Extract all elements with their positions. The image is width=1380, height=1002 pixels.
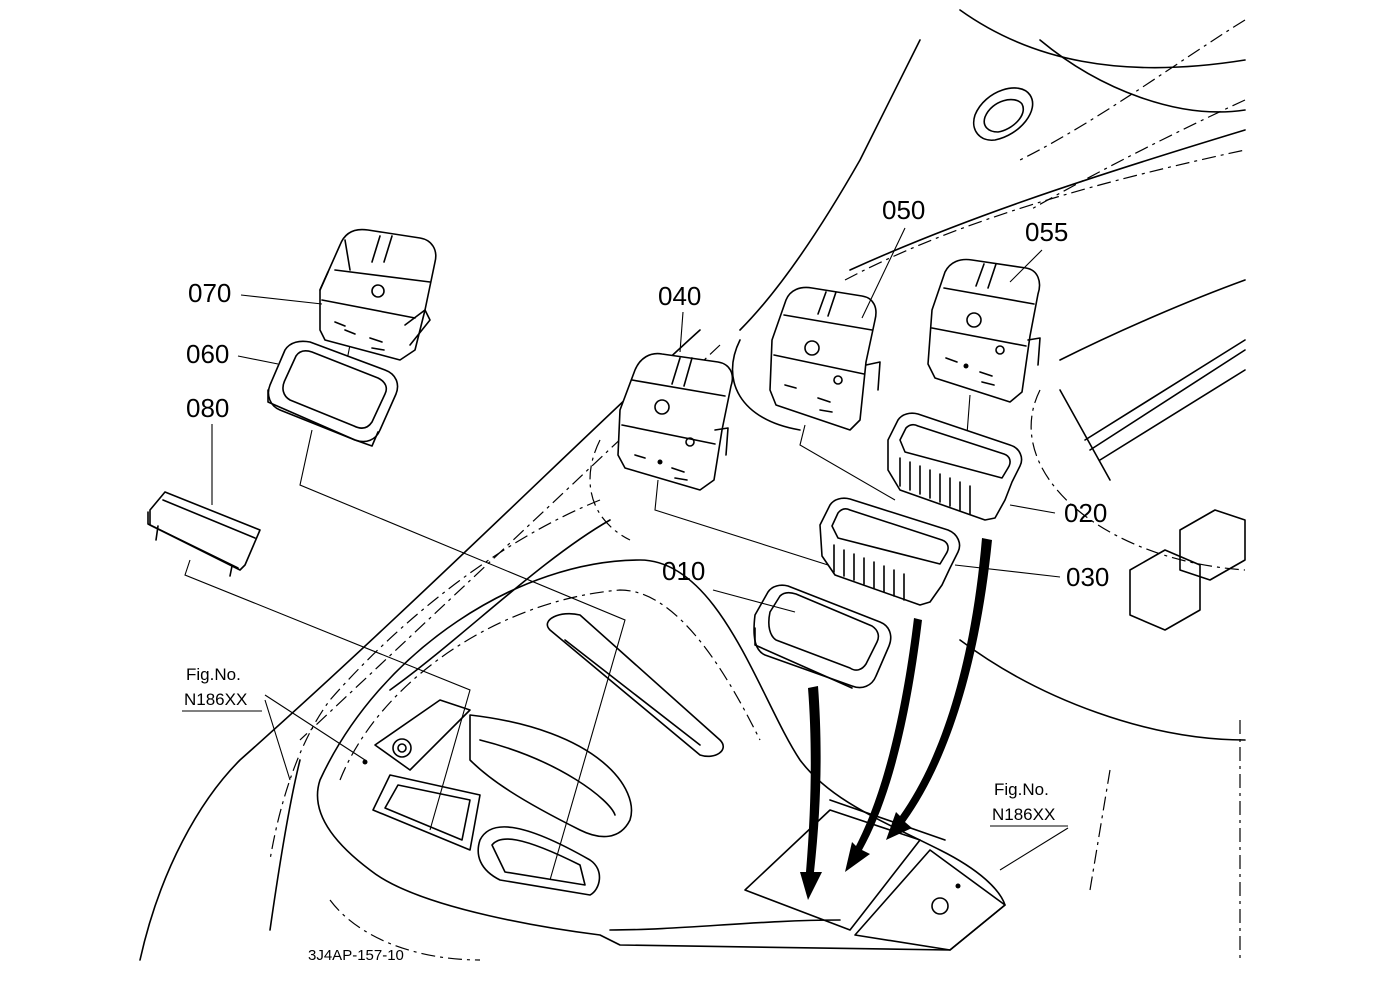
leader-lines: [184, 344, 1069, 881]
label-030: 030: [1066, 562, 1109, 592]
label-leaders: [211, 227, 1061, 613]
switch-070: [319, 228, 437, 361]
drawing-code: 3J4AP-157-10: [308, 947, 404, 964]
fig-ref-right-line1: Fig.No.: [994, 780, 1049, 799]
switch-050: [769, 286, 881, 431]
switch-040: [617, 352, 734, 491]
bezel-060: [267, 340, 399, 447]
label-080: 080: [186, 393, 229, 423]
switch-055: [927, 258, 1041, 403]
label-050: 050: [882, 195, 925, 225]
labels: 070 060 080 040 050 055 010 020 030 Fig.…: [182, 195, 1109, 964]
fig-ref-left-line2: N186XX: [184, 690, 247, 709]
label-070: 070: [188, 278, 231, 308]
label-020: 020: [1064, 498, 1107, 528]
label-055: 055: [1025, 217, 1068, 247]
cap-080: [147, 491, 261, 577]
bezel-010: [753, 584, 892, 689]
label-060: 060: [186, 339, 229, 369]
label-040: 040: [658, 281, 701, 311]
bezel-020: [887, 412, 1023, 521]
fig-ref-left-line1: Fig.No.: [186, 665, 241, 684]
bezel-030: [819, 497, 961, 606]
console-outline: [139, 9, 1246, 961]
label-010: 010: [662, 556, 705, 586]
fig-ref-right-line2: N186XX: [992, 805, 1055, 824]
